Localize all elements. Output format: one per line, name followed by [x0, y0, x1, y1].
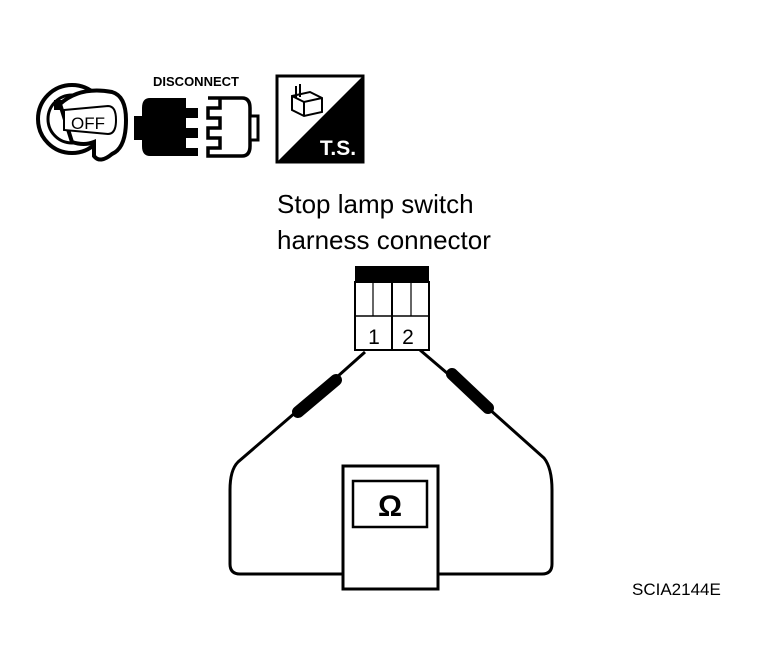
connector-title-line1: Stop lamp switch	[277, 189, 474, 219]
probe-lead-right	[419, 348, 554, 578]
disconnect-label: DISCONNECT	[153, 74, 239, 89]
harness-connector: 1 2	[354, 266, 430, 351]
figure-id: SCIA2144E	[632, 580, 721, 599]
terminal-1-label: 1	[368, 326, 380, 349]
connector-title-line2: harness connector	[277, 225, 491, 255]
probe-handle-left	[292, 374, 342, 418]
tester-ts-label: T.S.	[320, 137, 356, 160]
tester-ts-icon: T.S.	[275, 74, 365, 164]
ignition-key-off-icon: OFF	[36, 83, 129, 162]
ohm-symbol: Ω	[378, 490, 402, 523]
probe-handle-right	[446, 368, 494, 414]
connector-disconnect-icon: DISCONNECT	[134, 74, 260, 158]
ohmmeter-icon: Ω	[341, 464, 440, 591]
ignition-off-label: OFF	[71, 114, 105, 133]
terminal-2-label: 2	[402, 326, 414, 349]
